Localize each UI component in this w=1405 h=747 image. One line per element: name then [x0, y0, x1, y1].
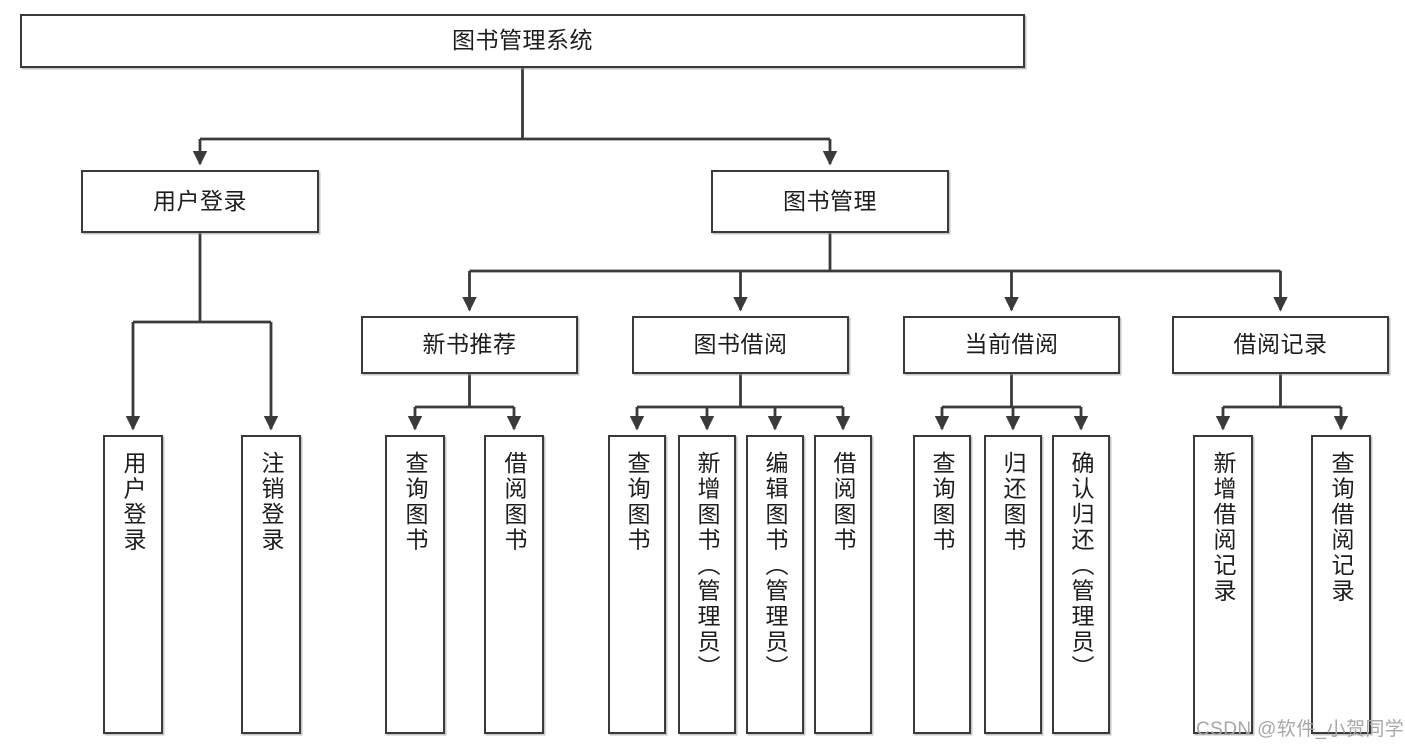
- node-borrow-record-label: 借阅记录: [1233, 331, 1328, 358]
- node-leaf-query-record[interactable]: 查询借阅记录: [1311, 435, 1371, 734]
- node-leaf-add-book[interactable]: 新增图书（管理员）: [678, 435, 736, 734]
- node-new-book-rec-label: 新书推荐: [422, 331, 517, 358]
- csdn-watermark: CSDN @软件_小贺同学: [1196, 719, 1405, 740]
- node-leaf-query-book-rec-label: 查询图书: [402, 451, 429, 553]
- node-root[interactable]: 图书管理系统: [20, 14, 1025, 68]
- node-leaf-logout-label: 注销登录: [258, 451, 285, 553]
- node-leaf-logout[interactable]: 注销登录: [241, 435, 301, 734]
- node-book-borrow-label: 图书借阅: [693, 331, 788, 358]
- node-leaf-return-book-label: 归还图书: [1000, 451, 1027, 553]
- node-leaf-query-record-label: 查询借阅记录: [1328, 451, 1355, 604]
- node-book-borrow[interactable]: 图书借阅: [632, 316, 849, 374]
- node-book-manage[interactable]: 图书管理: [711, 170, 949, 233]
- node-leaf-query-book-rec[interactable]: 查询图书: [385, 435, 445, 734]
- node-leaf-borrow-book[interactable]: 借阅图书: [814, 435, 872, 734]
- node-leaf-add-record-label: 新增借阅记录: [1210, 451, 1237, 604]
- node-leaf-add-book-label: 新增图书（管理员）: [694, 451, 721, 681]
- node-leaf-confirm-return[interactable]: 确认归还（管理员）: [1052, 435, 1110, 734]
- node-leaf-user-login[interactable]: 用户登录: [103, 435, 163, 734]
- node-leaf-query-book[interactable]: 查询图书: [608, 435, 666, 734]
- node-user-login-label: 用户登录: [153, 187, 247, 214]
- node-root-label: 图书管理系统: [452, 27, 593, 54]
- node-leaf-query-book-label: 查询图书: [624, 451, 651, 553]
- node-leaf-add-record[interactable]: 新增借阅记录: [1193, 435, 1253, 734]
- node-leaf-borrow-book-label: 借阅图书: [830, 451, 857, 553]
- node-leaf-borrow-book-rec-label: 借阅图书: [501, 451, 528, 553]
- node-leaf-confirm-return-label: 确认归还（管理员）: [1068, 451, 1095, 681]
- node-user-login[interactable]: 用户登录: [81, 170, 319, 233]
- node-leaf-query-book-cur[interactable]: 查询图书: [913, 435, 971, 734]
- node-borrow-record[interactable]: 借阅记录: [1172, 316, 1389, 374]
- node-leaf-return-book[interactable]: 归还图书: [984, 435, 1042, 734]
- node-leaf-query-book-cur-label: 查询图书: [929, 451, 956, 553]
- node-leaf-edit-book-label: 编辑图书（管理员）: [762, 451, 789, 681]
- node-book-manage-label: 图书管理: [783, 187, 877, 214]
- node-current-borrow[interactable]: 当前借阅: [903, 316, 1120, 374]
- node-current-borrow-label: 当前借阅: [964, 331, 1059, 358]
- node-leaf-edit-book[interactable]: 编辑图书（管理员）: [746, 435, 804, 734]
- node-leaf-borrow-book-rec[interactable]: 借阅图书: [484, 435, 544, 734]
- node-new-book-rec[interactable]: 新书推荐: [361, 316, 578, 374]
- node-leaf-user-login-label: 用户登录: [120, 451, 147, 553]
